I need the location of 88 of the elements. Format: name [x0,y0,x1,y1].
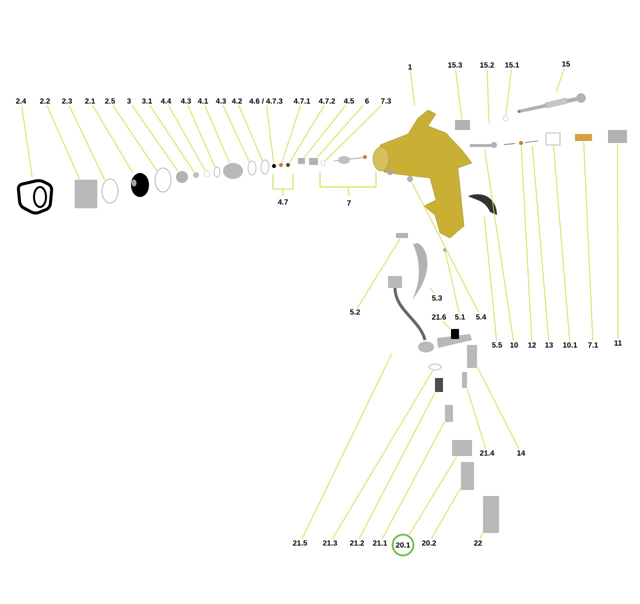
leader-line [506,68,512,116]
part-drawing [451,329,459,339]
leader-line [408,456,458,536]
leader-line [357,238,400,308]
part-drawing [468,194,497,215]
part-drawing [407,176,413,182]
part-drawing [483,496,499,533]
part-drawing [452,440,472,456]
part-drawing [320,160,326,166]
part-drawing [518,93,586,113]
leader-line [484,216,497,342]
leader-line [466,388,486,450]
leader-line [442,320,451,330]
part-drawing [396,232,408,238]
leader-line [410,70,415,106]
leader-line [204,104,230,164]
leader-line [132,104,179,172]
part-drawing [214,166,220,178]
part-drawing [462,372,467,388]
leader-line [289,104,325,164]
leader-line [411,182,480,314]
part-drawing [298,158,305,164]
part-drawing [193,172,199,178]
part-drawing [575,134,592,141]
leader-line [583,141,594,342]
part-drawing [248,160,256,176]
part-drawing [309,158,318,165]
part-drawing [260,160,270,174]
part-drawing [279,163,283,167]
leader-line [486,68,490,120]
leader-line [266,105,274,164]
leader-line [238,104,263,161]
leader-line [553,145,570,342]
leader-line [222,104,250,162]
leader-line [21,104,33,178]
leader-line [430,288,435,294]
part-drawing [524,140,538,143]
leader-line [332,370,434,540]
leader-line [382,421,445,540]
leader-line [480,532,483,540]
leader-line [316,104,364,158]
part-drawing [445,404,453,422]
part-drawing [272,164,276,168]
part-drawing [223,163,243,179]
part-drawing [467,344,477,368]
part-drawing [204,170,210,178]
part-drawing [388,276,434,352]
leader-line [617,143,618,340]
leader-line [520,145,532,342]
part-drawing [102,178,118,204]
part-drawing [470,142,497,148]
part-drawing [443,248,447,252]
leader-line [324,104,382,162]
part-drawing [372,110,472,238]
leader-line [149,104,194,172]
part-drawing [428,364,442,370]
leader-line [477,366,520,450]
part-drawing [519,141,523,145]
leader-line [431,488,461,540]
leader-line [92,104,133,173]
leader-line [445,252,460,314]
part-drawing [488,120,490,124]
leader-line [484,149,514,342]
part-drawing [435,378,443,392]
part-drawing [131,172,149,197]
leader-line [532,145,550,342]
part-drawing [461,462,474,490]
leader-line [112,104,158,172]
part-drawing [176,170,188,183]
leader-line [455,68,462,120]
part-drawing [502,116,508,122]
part-drawing [455,120,470,130]
leader-line [304,104,346,158]
part-drawing [154,168,172,192]
leader-line [168,104,206,172]
leader-line [281,104,301,163]
part-drawing [412,243,428,300]
leader-line [46,104,80,180]
leader-line [556,68,565,93]
part-drawing [608,130,627,143]
part-drawing [546,132,560,146]
part-drawing [16,179,54,215]
leader-line [187,104,216,168]
leader-line [302,353,392,540]
leader-line [358,392,436,540]
leader-line [68,104,106,181]
part-drawing [286,163,290,167]
part-drawing [74,180,98,208]
